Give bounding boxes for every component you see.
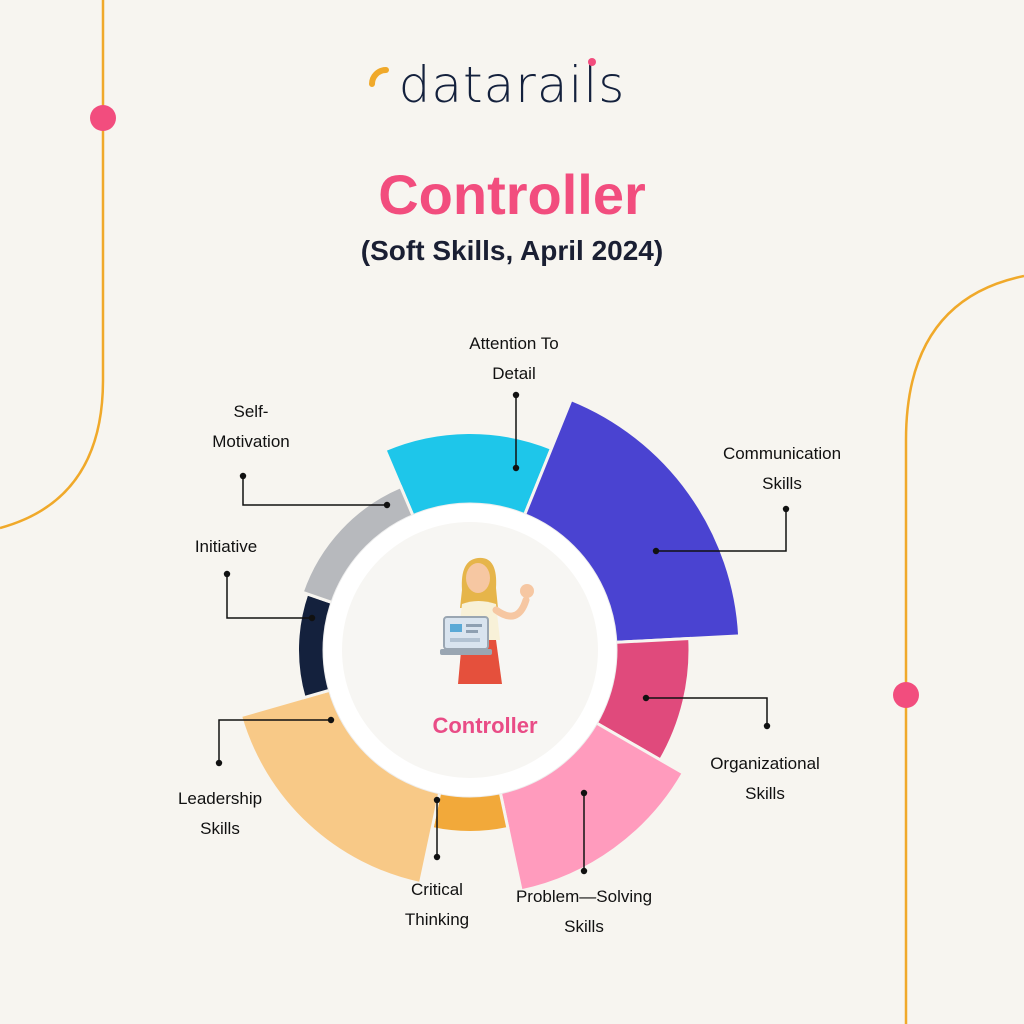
raised-arm-shape	[492, 596, 530, 620]
label-line-self-motivation-1: Motivation	[212, 432, 289, 451]
leader-line-initiative	[226, 574, 312, 619]
label-line-attention-to-detail-1: Detail	[492, 364, 535, 383]
leader-dot-problem-solving-skills-1	[580, 867, 588, 875]
leader-dot-attention-to-detail-1	[512, 391, 520, 399]
left-decor-line	[0, 0, 105, 530]
right-decor-dot	[893, 682, 919, 708]
skill-segments	[238, 397, 742, 893]
leader-dot-problem-solving-skills-0	[580, 789, 588, 797]
label-line-organizational-skills-0: Organizational	[710, 754, 820, 773]
label-attention-to-detail: Attention To Detail	[469, 334, 558, 383]
label-line-problem-solving-skills-0: Problem—Solving	[516, 887, 652, 906]
label-line-communication-skills-1: Skills	[762, 474, 802, 493]
page-subtitle: (Soft Skills, April 2024)	[361, 235, 663, 266]
leader-dot-communication-skills-1	[782, 505, 790, 513]
leader-dot-critical-thinking-0	[433, 796, 441, 804]
leader-dot-initiative-0	[308, 614, 316, 622]
right-decor-line	[904, 274, 1024, 1024]
leader-dot-initiative-1	[223, 570, 231, 578]
label-line-communication-skills-0: Communication	[723, 444, 841, 463]
leader-line-leadership-skills	[218, 719, 331, 763]
left-decor-dot	[90, 105, 116, 131]
logo-accent-dot	[588, 58, 596, 66]
leader-dot-communication-skills-0	[652, 547, 660, 555]
leader-line-organizational-skills	[646, 697, 768, 726]
label-line-leadership-skills-1: Skills	[200, 819, 240, 838]
leader-dot-self-motivation-1	[239, 472, 247, 480]
label-line-problem-solving-skills-1: Skills	[564, 917, 604, 936]
laptop-content-b	[466, 624, 482, 627]
logo-text: datarails	[399, 56, 626, 114]
label-line-initiative-0: Initiative	[195, 537, 257, 556]
laptop-content-a	[450, 624, 462, 632]
laptop-content-c	[466, 630, 478, 633]
leader-dot-leadership-skills-1	[215, 759, 223, 767]
label-line-organizational-skills-1: Skills	[745, 784, 785, 803]
leader-dot-attention-to-detail-0	[512, 464, 520, 472]
label-line-leadership-skills-0: Leadership	[178, 789, 262, 808]
label-initiative: Initiative	[195, 537, 257, 556]
center-disc: Controller	[322, 502, 618, 798]
face-shape	[466, 563, 490, 593]
woman-with-laptop-illustration	[440, 557, 534, 684]
leader-dot-organizational-skills-1	[763, 722, 771, 730]
logo-accent-arc	[369, 67, 389, 87]
laptop-base	[440, 649, 492, 655]
datarails-logo: datarails	[369, 56, 626, 114]
leader-dot-self-motivation-0	[383, 501, 391, 509]
center-label: Controller	[432, 713, 538, 738]
leader-line-self-motivation	[242, 476, 387, 506]
leader-dot-organizational-skills-0	[642, 694, 650, 702]
page-title: Controller	[378, 163, 646, 226]
label-line-self-motivation-0: Self-	[234, 402, 269, 421]
label-line-critical-thinking-1: Thinking	[405, 910, 469, 929]
label-self-motivation: Self- Motivation	[212, 402, 289, 451]
hand-ok-shape	[520, 584, 534, 598]
skill-leaders	[215, 391, 790, 875]
segment-critical-thinking	[430, 790, 510, 834]
leader-dot-leadership-skills-0	[327, 716, 335, 724]
label-line-critical-thinking-0: Critical	[411, 880, 463, 899]
leader-line-communication-skills	[656, 509, 787, 552]
laptop-content-d	[450, 638, 480, 642]
leader-dot-critical-thinking-1	[433, 853, 441, 861]
label-line-attention-to-detail-0: Attention To	[469, 334, 558, 353]
